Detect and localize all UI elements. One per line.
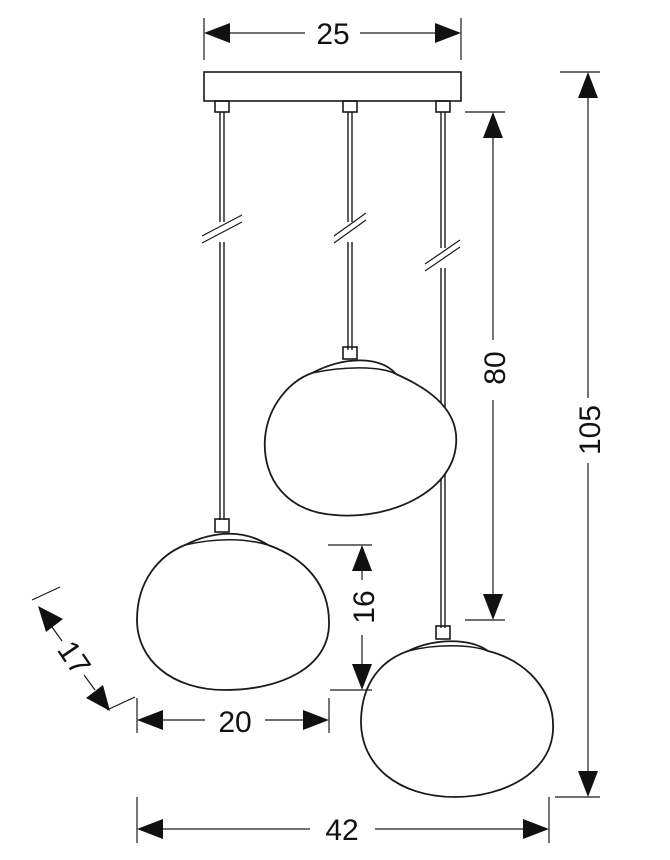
shade-height-label: 16	[348, 590, 381, 623]
dimension-shade-height: 16	[328, 544, 381, 691]
left-glass-shade	[136, 518, 330, 691]
canopy-width-label: 25	[316, 18, 349, 51]
ceiling-canopy	[203, 71, 462, 113]
suspension-cables	[219, 112, 446, 628]
middle-glass-shade	[263, 346, 457, 517]
dimension-cable-length: 80	[465, 111, 512, 621]
dimension-total-width: 42	[136, 797, 550, 847]
dimension-total-height: 105	[555, 71, 607, 798]
total-width-label: 42	[325, 814, 358, 847]
dimension-canopy-width: 25	[203, 18, 462, 60]
dimension-shade-width: 20	[136, 698, 330, 739]
dimension-shade-depth: 17	[31, 586, 136, 711]
shade-width-label: 20	[218, 706, 251, 739]
cable-length-label: 80	[479, 351, 512, 384]
cable-break-marks	[201, 212, 461, 272]
shade-depth-label: 17	[51, 635, 97, 681]
right-glass-shade	[360, 625, 554, 798]
total-height-label: 105	[574, 405, 607, 455]
